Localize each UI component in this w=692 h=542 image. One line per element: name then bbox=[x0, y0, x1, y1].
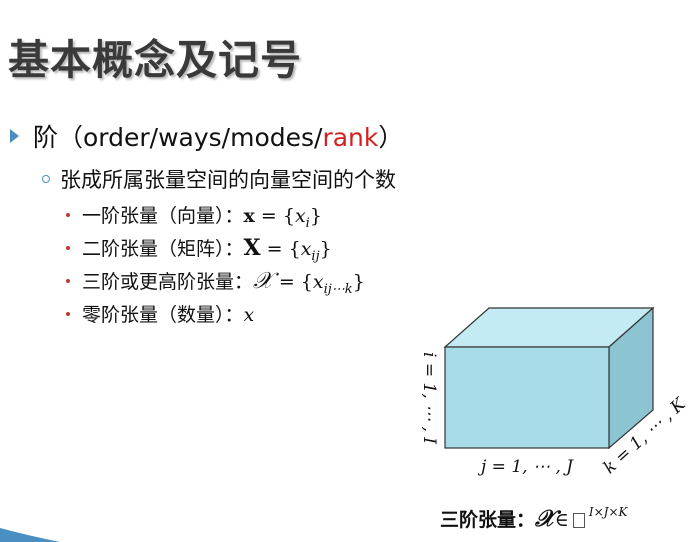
item-higher-order: 三阶或更高阶张量：𝒳 = {xij⋯k} bbox=[66, 267, 365, 297]
circle-bullet-icon bbox=[42, 175, 50, 183]
sub-bullet-text: 张成所属张量空间的向量空间的个数 bbox=[60, 168, 396, 192]
caption-tensor-symbol: 𝒳 bbox=[535, 505, 555, 532]
cube-caption: 三阶张量：𝒳∈I×J×K bbox=[440, 505, 628, 532]
dot-bullet-icon bbox=[66, 279, 70, 283]
bullet-order: 阶（order/ways/modes/rank） bbox=[10, 118, 403, 154]
sub-bullet: 张成所属张量空间的向量空间的个数 bbox=[42, 164, 396, 194]
arrow-bullet-icon bbox=[10, 129, 19, 143]
matrix-symbol: X bbox=[243, 235, 261, 261]
bullet-rank: rank bbox=[322, 123, 379, 152]
corner-swoosh-decoration bbox=[0, 528, 60, 542]
dot-bullet-icon bbox=[66, 213, 70, 217]
item-first-order: 一阶张量（向量）：x = {xi} bbox=[66, 201, 322, 231]
item-zero-order: 零阶张量（数量）：x bbox=[66, 300, 254, 327]
dot-bullet-icon bbox=[66, 246, 70, 250]
tensor-symbol: 𝒳 bbox=[253, 268, 273, 294]
cube-label-i: i = 1, ⋯ , I bbox=[419, 352, 439, 444]
bullet-prefix: 阶（order/ways/modes/ bbox=[33, 123, 323, 152]
cube-front-face bbox=[444, 346, 610, 449]
slide-title: 基本概念及记号 bbox=[8, 36, 302, 84]
bullet-suffix: ） bbox=[378, 123, 404, 152]
cube-label-j: j = 1, ⋯ , J bbox=[477, 457, 574, 477]
item-second-order: 二阶张量（矩阵）：X = {xij} bbox=[66, 234, 332, 264]
real-space-box-icon bbox=[572, 513, 585, 528]
vector-symbol: x bbox=[243, 205, 255, 227]
dot-bullet-icon bbox=[66, 312, 70, 316]
scalar-symbol: x bbox=[243, 304, 255, 326]
